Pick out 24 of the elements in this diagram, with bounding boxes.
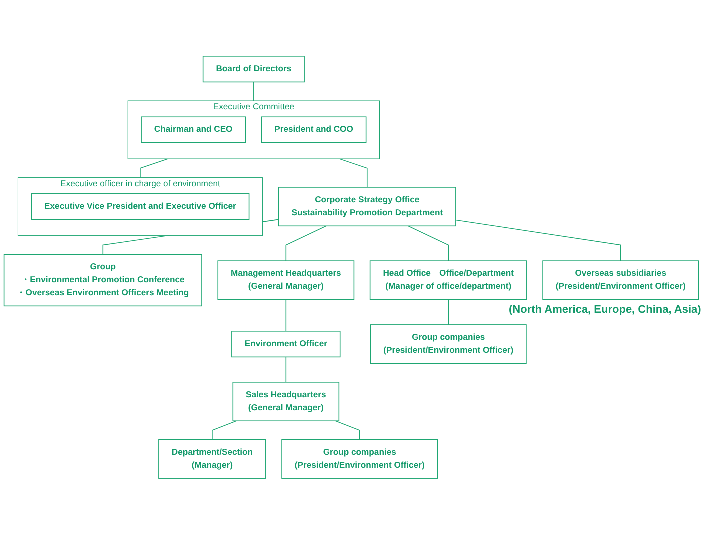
node-box: Group companies (President/Environment Officer) — [370, 324, 527, 364]
node-box: Chairman and CEO — [141, 116, 246, 144]
connector — [448, 299, 450, 326]
node-box: Environment Officer — [232, 331, 341, 358]
node-box: Group ・Environmental Promotion Conference ・Overseas Environment Officers Meeting — [4, 254, 202, 307]
node-box: President and COO — [261, 116, 367, 144]
connector — [140, 158, 169, 178]
node-box: Corporate Strategy Office Sustainability Promotion Department — [278, 187, 456, 227]
node-box: Executive Vice President and Executive Officer — [31, 194, 250, 220]
node-box: Overseas subsidiaries (President/Environment Officer) — [542, 260, 700, 300]
connector — [286, 226, 327, 262]
connector — [335, 420, 360, 440]
node-box: Group companies (President/Environment Officer) — [282, 440, 438, 479]
note-text: (North America, Europe, China, Asia) — [509, 304, 702, 316]
node-box: Head Office Office/Department (Manager of office/department) — [370, 260, 528, 300]
connector — [456, 220, 622, 262]
connector — [408, 226, 450, 262]
connector — [212, 420, 237, 440]
connector — [286, 356, 287, 383]
node-box: Board of Directors — [202, 56, 305, 83]
connector — [286, 299, 287, 332]
node-box: Management Headquarters (General Manager) — [218, 260, 355, 300]
node-box: Sales Headquarters (General Manager) — [232, 382, 340, 422]
node-box: Department/Section (Manager) — [158, 440, 266, 479]
